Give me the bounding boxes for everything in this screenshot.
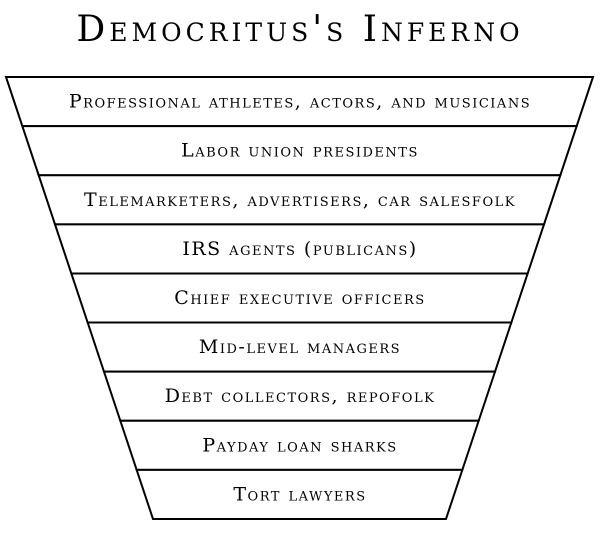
funnel-level-label: IRS agents (publicans)	[182, 238, 417, 260]
funnel-level-label: Mid-level managers	[199, 336, 401, 358]
funnel-level-label: Payday loan sharks	[202, 434, 397, 456]
funnel-labels: Professional athletes, actors, and music…	[69, 91, 531, 506]
funnel-level-label: Professional athletes, actors, and music…	[69, 91, 531, 113]
funnel-level-label: Labor union presidents	[181, 140, 419, 162]
funnel-level-label: Tort lawyers	[233, 483, 366, 505]
funnel-level-label: Chief executive officers	[174, 287, 425, 309]
funnel-level-band	[135, 468, 464, 520]
funnel-level-label: Debt collectors, repofolk	[165, 385, 436, 407]
diagram-title: Democritus's Inferno	[76, 9, 524, 50]
funnel-bands	[4, 76, 595, 520]
funnel-level-label: Telemarketers, advertisers, car salesfol…	[84, 189, 516, 211]
